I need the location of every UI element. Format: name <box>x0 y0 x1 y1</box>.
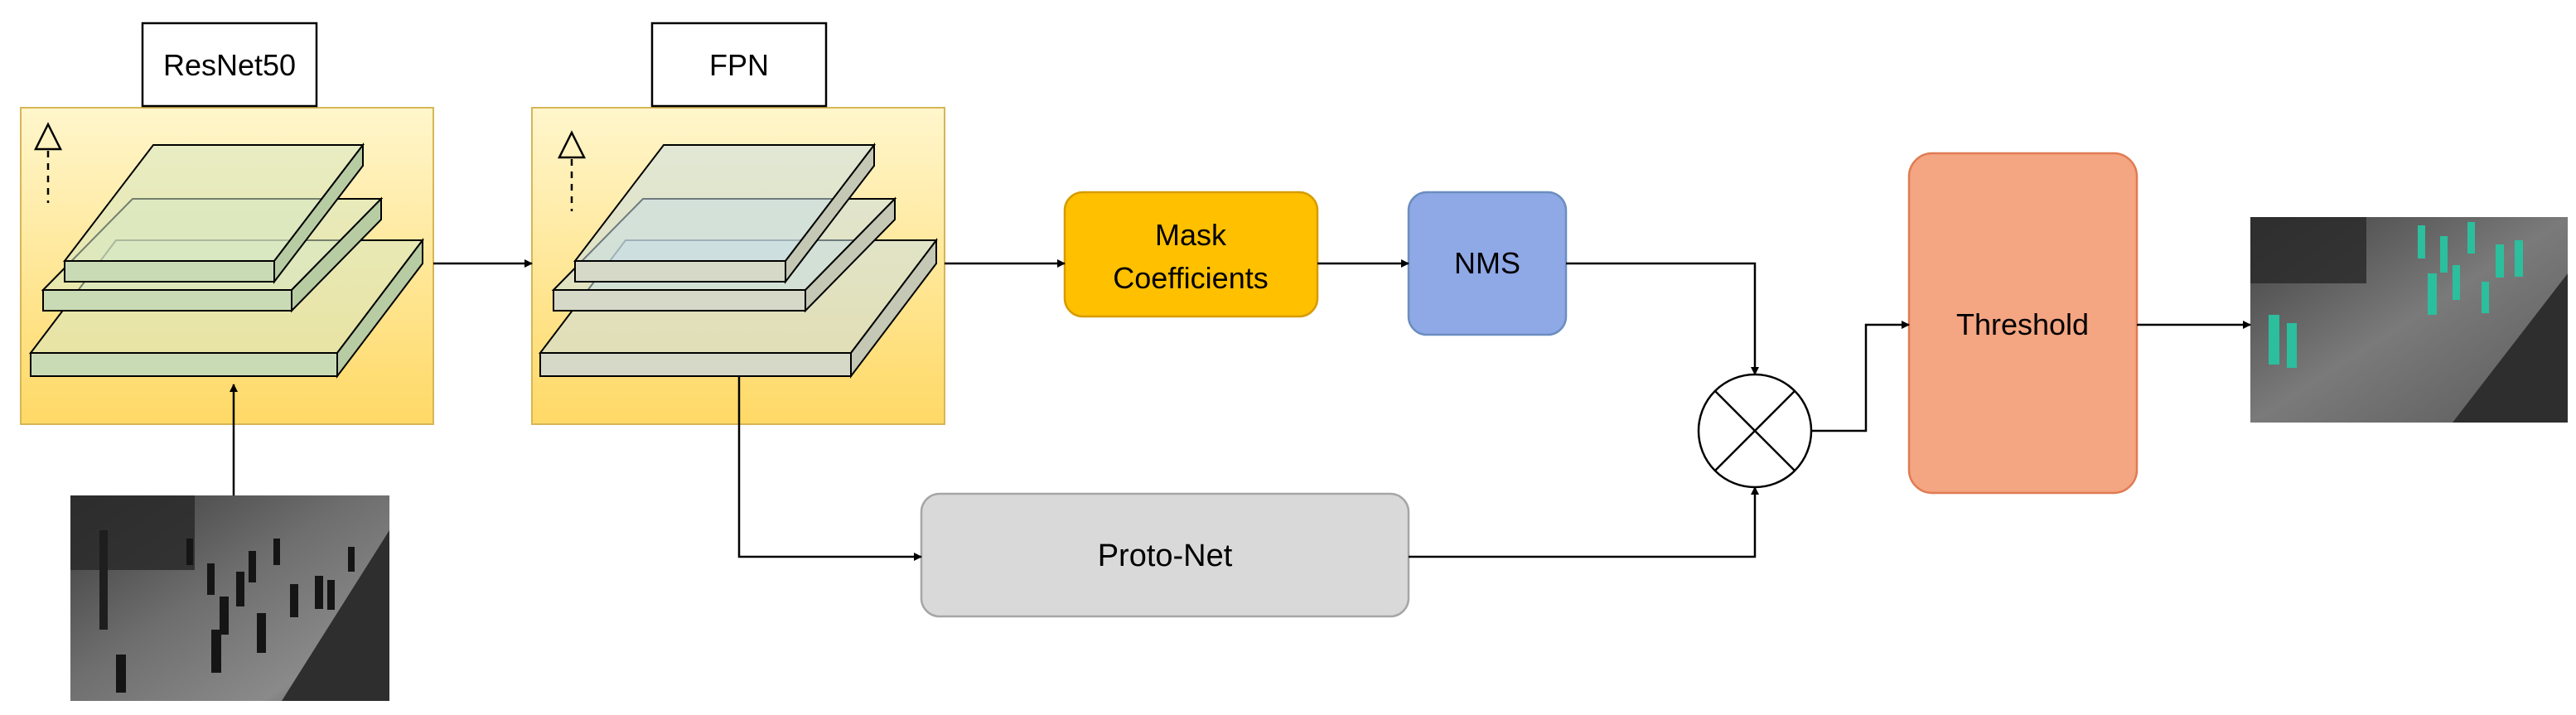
nms-box: NMS <box>1407 191 1568 336</box>
output-image <box>2250 217 2568 423</box>
mask-coefficients-box: Mask Coefficients <box>1063 191 1319 318</box>
circle-times-icon <box>1697 373 1813 489</box>
protonet-label: Proto-Net <box>1098 539 1233 573</box>
threshold-label: Threshold <box>1956 307 2089 341</box>
nms-label: NMS <box>1454 246 1520 280</box>
resnet50-label: ResNet50 <box>163 48 296 82</box>
resnet50-block <box>20 107 434 425</box>
threshold-box: Threshold <box>1907 152 2139 495</box>
arrow-protonet-to-multiply <box>1409 486 1759 558</box>
arrow-fpn-to-protonet <box>737 376 922 561</box>
fpn-label-box: FPN <box>650 22 828 108</box>
resnet50-label-box: ResNet50 <box>141 22 318 108</box>
protonet-box: Proto-Net <box>920 492 1410 618</box>
arrow-multiply-to-threshold <box>1811 321 1910 432</box>
fpn-block <box>531 107 945 425</box>
fpn-layer-1 <box>573 143 877 284</box>
resnet50-layer-1 <box>62 143 365 284</box>
arrow-nms-to-multiply <box>1566 262 1759 375</box>
input-image <box>70 495 389 701</box>
connectors <box>230 259 2251 561</box>
fpn-label: FPN <box>709 48 769 82</box>
mask-coefficients-label-line2: Coefficients <box>1113 261 1268 295</box>
mask-coefficients-label-line1: Mask <box>1155 218 1227 252</box>
upward-arrow-icon <box>557 130 587 211</box>
upward-arrow-icon <box>33 122 63 203</box>
